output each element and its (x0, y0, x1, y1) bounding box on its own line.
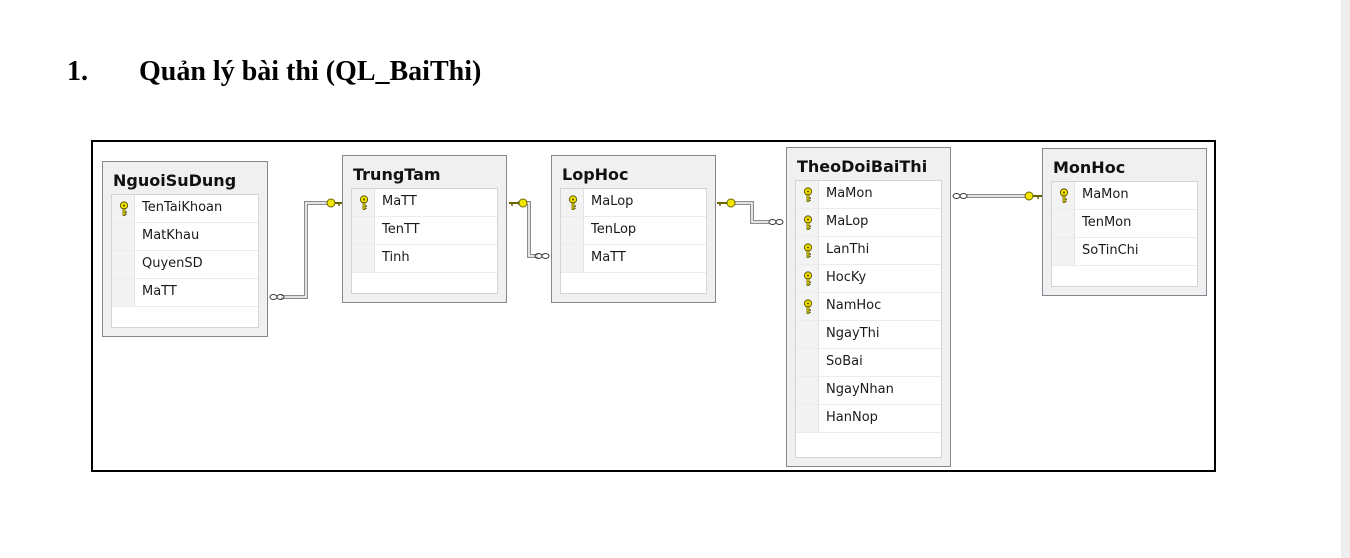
row-selector[interactable] (352, 245, 375, 272)
row-selector[interactable] (796, 209, 819, 236)
row-selector[interactable] (796, 377, 819, 404)
column-name: MaTT (382, 194, 417, 209)
column-name: HocKy (826, 270, 867, 285)
table-title: TheoDoiBaiThi (797, 157, 928, 176)
column-row[interactable]: MaTT (561, 245, 706, 273)
row-selector[interactable] (1052, 182, 1075, 209)
column-name: LanThi (826, 242, 870, 257)
column-row[interactable]: SoTinChi (1052, 238, 1197, 266)
column-row[interactable]: Tinh (352, 245, 497, 273)
primary-key-icon (119, 201, 129, 216)
primary-key-icon (1059, 188, 1069, 203)
column-row[interactable]: NgayNhan (796, 377, 941, 405)
column-row[interactable]: HocKy (796, 265, 941, 293)
column-name: MaTT (591, 250, 626, 265)
column-row[interactable]: MaLop (796, 209, 941, 237)
column-row[interactable]: MaLop (561, 189, 706, 217)
column-row[interactable]: TenTT (352, 217, 497, 245)
column-row[interactable]: TenTaiKhoan (112, 195, 258, 223)
row-selector[interactable] (112, 195, 135, 222)
column-name: NamHoc (826, 298, 882, 313)
column-name: TenMon (1082, 215, 1132, 230)
row-selector[interactable] (112, 251, 135, 278)
column-row[interactable]: MatKhau (112, 223, 258, 251)
table-title: MonHoc (1053, 158, 1126, 177)
row-selector[interactable] (352, 217, 375, 244)
column-grid: MaTT TenTT Tinh (351, 188, 498, 294)
column-name: Tinh (382, 250, 410, 265)
row-selector[interactable] (1052, 210, 1075, 237)
column-row[interactable]: MaMon (796, 181, 941, 209)
column-row[interactable]: NamHoc (796, 293, 941, 321)
column-row[interactable]: HanNop (796, 405, 941, 433)
column-row[interactable]: MaTT (112, 279, 258, 307)
column-row[interactable]: LanThi (796, 237, 941, 265)
primary-key-icon (803, 271, 813, 286)
column-row[interactable]: TenLop (561, 217, 706, 245)
row-selector[interactable] (561, 245, 584, 272)
row-selector[interactable] (796, 321, 819, 348)
column-name: MaLop (826, 214, 869, 229)
column-name: HanNop (826, 410, 878, 425)
row-selector[interactable] (561, 189, 584, 216)
table-title: TrungTam (353, 165, 441, 184)
row-selector[interactable] (796, 265, 819, 292)
row-selector[interactable] (112, 223, 135, 250)
row-selector[interactable] (796, 349, 819, 376)
column-row[interactable]: NgayThi (796, 321, 941, 349)
row-selector[interactable] (352, 189, 375, 216)
row-selector[interactable] (796, 405, 819, 432)
row-selector[interactable] (112, 279, 135, 306)
primary-key-icon (803, 187, 813, 202)
column-name: MatKhau (142, 228, 200, 243)
column-name: TenLop (591, 222, 637, 237)
column-row[interactable]: QuyenSD (112, 251, 258, 279)
primary-key-icon (803, 215, 813, 230)
primary-key-icon (359, 195, 369, 210)
row-selector[interactable] (796, 237, 819, 264)
column-row[interactable]: SoBai (796, 349, 941, 377)
section-title: Quản lý bài thi (QL_BaiThi) (139, 56, 482, 87)
row-selector[interactable] (796, 293, 819, 320)
column-row[interactable]: MaMon (1052, 182, 1197, 210)
column-name: MaMon (1082, 187, 1129, 202)
column-name: QuyenSD (142, 256, 203, 271)
table-title: NguoiSuDung (113, 171, 237, 190)
column-name: NgayNhan (826, 382, 894, 397)
column-row[interactable]: MaTT (352, 189, 497, 217)
column-name: MaTT (142, 284, 177, 299)
column-name: TenTT (382, 222, 420, 237)
column-name: TenTaiKhoan (142, 200, 223, 215)
column-name: SoBai (826, 354, 863, 369)
column-name: NgayThi (826, 326, 880, 341)
column-name: SoTinChi (1082, 243, 1139, 258)
primary-key-icon (568, 195, 578, 210)
table-title: LopHoc (562, 165, 629, 184)
section-number: 1. (67, 56, 88, 87)
row-selector[interactable] (796, 181, 819, 208)
primary-key-icon (803, 243, 813, 258)
row-selector[interactable] (1052, 238, 1075, 265)
page-right-gutter (1341, 0, 1350, 558)
column-row[interactable]: TenMon (1052, 210, 1197, 238)
row-selector[interactable] (561, 217, 584, 244)
column-name: MaMon (826, 186, 873, 201)
primary-key-icon (803, 299, 813, 314)
column-name: MaLop (591, 194, 634, 209)
